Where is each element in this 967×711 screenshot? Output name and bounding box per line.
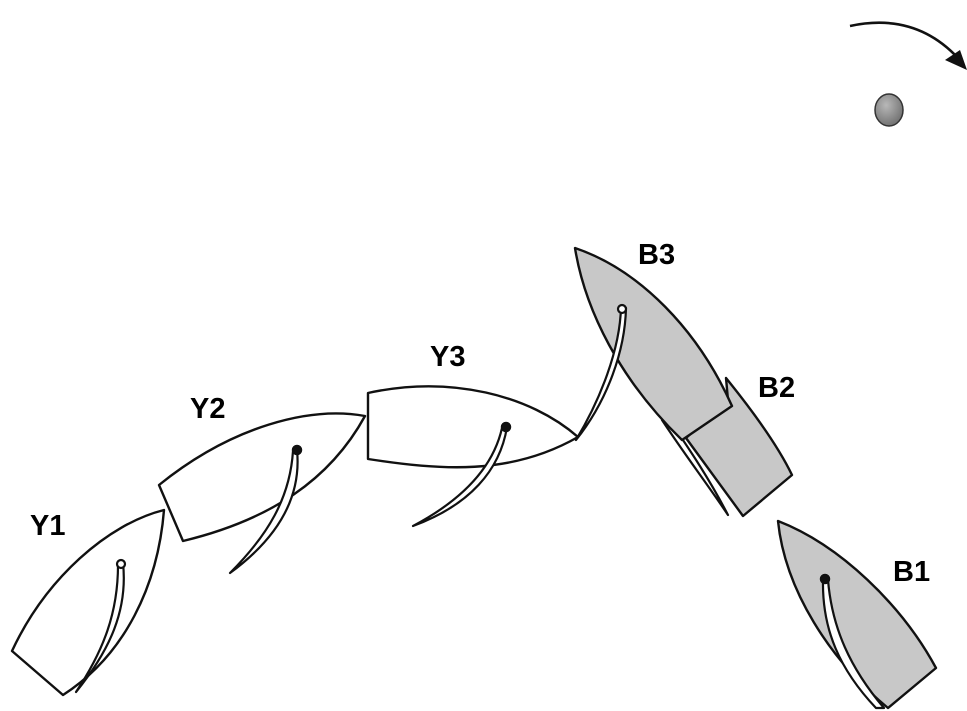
mast-b1 [819,573,831,585]
hull-b3 [573,246,734,442]
hull-b1 [776,519,938,710]
boat-y1: Y1 [10,508,166,697]
mast-b3 [616,303,628,315]
sail-b1 [821,578,886,710]
label-b3: B3 [638,239,675,271]
rounding-arrow-icon [849,21,967,70]
boat-b3: B3 [573,239,734,442]
sail-y1 [74,561,125,694]
label-y1: Y1 [30,510,65,542]
hull-y1 [10,508,166,697]
label-b2: B2 [758,372,795,404]
boat-y3: Y3 [366,341,580,528]
label-y3: Y3 [430,341,465,373]
mast-y3 [500,421,512,433]
boat-b1: B1 [776,519,938,710]
boat-b2: B2 [660,372,795,518]
hull-b2 [684,376,794,518]
mark-buoy-icon [874,93,904,127]
sail-y3 [411,425,509,528]
label-b1: B1 [893,556,930,588]
boat-y2: Y2 [157,393,367,575]
sail-y2 [228,448,299,575]
mast-y2 [291,444,303,456]
label-y2: Y2 [190,393,225,425]
hull-y2 [157,412,367,543]
mast-y1 [115,558,127,570]
sail-b3 [574,305,628,442]
hull-y3 [366,385,580,469]
